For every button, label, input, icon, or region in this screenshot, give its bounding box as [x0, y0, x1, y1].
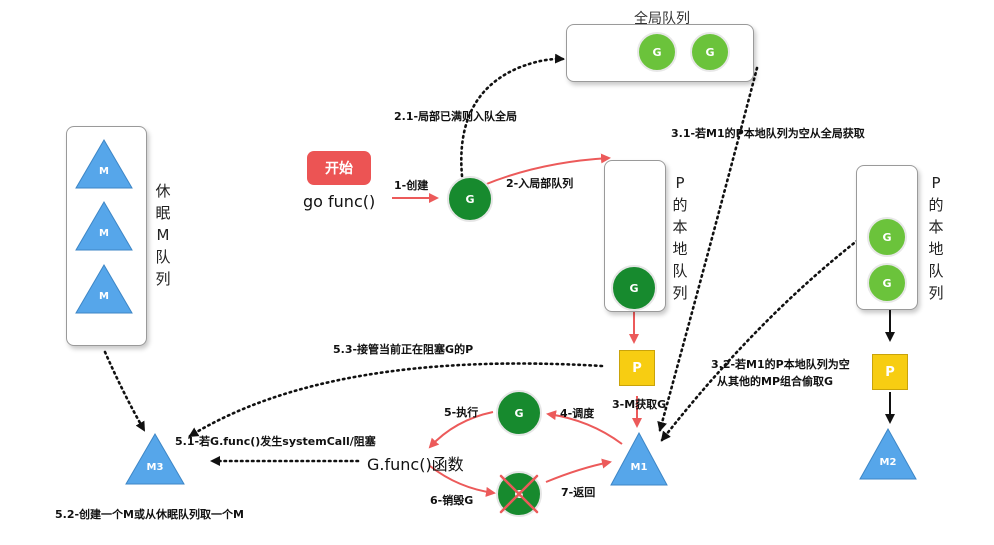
g-running: G: [496, 390, 542, 436]
g-local: G: [611, 265, 657, 311]
idle-m-2: M: [75, 201, 133, 251]
step-block-label: 5.1-若G.func()发生systemCall/阻塞: [175, 435, 376, 448]
dotted-idle-to-m3: [103, 350, 146, 432]
arrow-schedule: [546, 410, 623, 445]
idle-m-queue-label: 休 眠 M 队 列: [155, 182, 171, 288]
p-processor: P: [619, 350, 655, 386]
step-steal-other-label-2: 从其他的MP组合偷取G: [717, 375, 834, 388]
arrow-execute: [428, 411, 494, 449]
idle-m-3: M: [75, 264, 133, 314]
step-steal-global-label: 3.1-若M1的P本地队列为空从全局获取: [671, 127, 865, 140]
step-steal-other-label-1: 3.2-若M1的P本地队列为空: [711, 358, 850, 371]
dotted-other-to-m1: [660, 238, 860, 442]
g-global-1: G: [637, 32, 677, 72]
p-processor-2: P: [872, 354, 908, 390]
step-create-label: 1-创建: [394, 179, 429, 192]
g-local-2b: G: [867, 263, 907, 303]
step-m-get-g-label: 3-M获取G: [612, 398, 667, 411]
p-local-queue-label-2: P 的 本 地 队 列: [928, 174, 944, 302]
step-execute-label: 5-执行: [444, 406, 479, 419]
m2-thread: M2: [859, 428, 917, 480]
step-return-label: 7-返回: [561, 486, 596, 499]
idle-m-1: M: [75, 139, 133, 189]
gfunc-label: G.func()函数: [367, 455, 464, 474]
m3-thread: M3: [125, 433, 185, 485]
dotted-global-to-m1: [657, 66, 759, 432]
step-global-full-label: 2.1-局部已满则入队全局: [394, 110, 518, 123]
step-schedule-label: 4-调度: [560, 407, 595, 420]
arrow-return: [545, 458, 612, 483]
step-destroy-label: 6-销毁G: [430, 494, 474, 507]
arrow-enqueue-local: [483, 153, 611, 186]
g-local-2a: G: [867, 217, 907, 257]
step-enqueue-local-label: 2-入局部队列: [506, 177, 574, 190]
step-create-m-label: 5.2-创建一个M或从休眠队列取一个M: [55, 508, 244, 521]
go-func-label: go func(): [303, 192, 376, 211]
start-button: 开始: [307, 151, 371, 185]
g-new: G: [447, 176, 493, 222]
g-global-2: G: [690, 32, 730, 72]
dotted-p-to-m3: [188, 362, 604, 438]
global-queue-title: 全局队列: [634, 11, 690, 27]
destroy-cross-icon: [499, 474, 539, 514]
m1-thread: M1: [610, 432, 668, 486]
dotted-to-global: [460, 53, 565, 178]
arrow-destroy: [429, 465, 496, 497]
step-take-over-label: 5.3-接管当前正在阻塞G的P: [333, 343, 474, 356]
p-local-queue-label: P 的 本 地 队 列: [672, 174, 688, 302]
